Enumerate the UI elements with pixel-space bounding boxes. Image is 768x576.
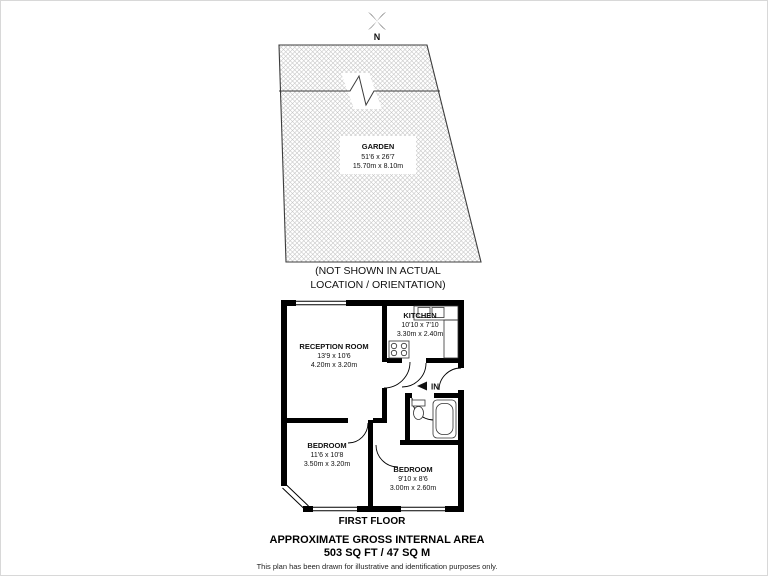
wall-segment — [368, 420, 373, 506]
bathtub-inner — [435, 403, 454, 435]
wall-segment — [458, 390, 464, 506]
bay-window-line — [282, 487, 306, 510]
stove-burner — [400, 349, 408, 357]
garden-note-line2: LOCATION / ORIENTATION) — [310, 279, 445, 291]
door-arc-kitchen — [401, 362, 427, 388]
kitchen-fixtures — [388, 305, 459, 359]
bay-window-line — [285, 484, 309, 507]
door-arc-bedroom-left — [347, 422, 369, 444]
kitchen-counter — [443, 319, 459, 359]
window-gap — [296, 300, 346, 306]
sink-bowl — [431, 307, 445, 318]
kitchen-name: KITCHEN — [403, 311, 436, 320]
reception-name: RECEPTION ROOM — [299, 342, 368, 351]
bedroom-right-dims-imperial: 9'10 x 8'6 — [398, 476, 428, 483]
wall-segment — [458, 306, 464, 368]
bedroom-right-dims-metric: 3.00m x 2.60m — [390, 485, 436, 492]
wall-segment — [303, 506, 313, 512]
garden-dims-imperial: 51'6 x 26'7 — [361, 154, 395, 161]
wall-segment — [426, 358, 458, 363]
bedroom-left-name: BEDROOM — [307, 441, 346, 450]
wall-segment — [405, 398, 410, 445]
area-title: APPROXIMATE GROSS INTERNAL AREA — [270, 534, 485, 546]
wall-segment — [357, 506, 401, 512]
door-arc-entry — [438, 367, 462, 391]
kitchen-dims-metric: 3.30m x 2.40m — [397, 331, 443, 338]
toilet-bowl — [413, 406, 424, 420]
entrance-marker: IN — [417, 381, 439, 392]
kitchen-counter — [413, 305, 459, 321]
wall-segment — [382, 306, 387, 362]
bedroom-left-dims-imperial: 11'6 x 10'8 — [311, 452, 344, 459]
door-arc-bedroom-right — [375, 444, 399, 468]
entry-label: IN — [431, 383, 439, 392]
floorplan: IN KITCHEN 10'10 x 7'10 3.30m x 2.40m RE… — [281, 300, 464, 512]
wall-segment — [405, 393, 412, 398]
wall-segment — [281, 300, 464, 306]
room-labels: KITCHEN 10'10 x 7'10 3.30m x 2.40m RECEP… — [299, 311, 443, 492]
stove — [388, 340, 410, 359]
walls — [281, 300, 464, 512]
stove-burner — [400, 342, 408, 350]
wall-segment — [434, 393, 458, 398]
garden-note-line1: (NOT SHOWN IN ACTUAL — [315, 265, 441, 277]
stove-burner — [390, 342, 398, 350]
compass-blade — [368, 12, 386, 30]
garden-label-backing — [340, 136, 416, 174]
bedroom-right-name: BEDROOM — [393, 465, 432, 474]
wall-segment — [281, 306, 287, 486]
kitchen-dims-imperial: 10'10 x 7'10 — [401, 322, 438, 329]
floor-label: FIRST FLOOR — [339, 516, 406, 527]
wall-segment — [382, 388, 387, 423]
area-value: 503 SQ FT / 47 SQ M — [324, 547, 430, 559]
compass-north-label: N — [374, 32, 381, 42]
wall-segment — [387, 358, 402, 363]
wall-segment — [445, 506, 464, 512]
door-arc-reception — [383, 361, 411, 389]
toilet-cistern — [411, 399, 426, 407]
sink-bowl — [417, 307, 431, 318]
garden-break-band — [341, 73, 382, 109]
stove-burner — [390, 349, 398, 357]
entry-arrow-icon — [417, 381, 427, 391]
wall-segment — [400, 440, 458, 445]
garden-dims-metric: 15.70m x 8.10m — [353, 163, 403, 170]
bedroom-left-dims-metric: 3.50m x 3.20m — [304, 461, 350, 468]
footer-note: This plan has been drawn for illustrativ… — [257, 562, 498, 571]
windows — [282, 300, 445, 512]
garden-plot: GARDEN 51'6 x 26'7 15.70m x 8.10m — [278, 44, 482, 263]
wall-segment — [373, 418, 387, 423]
reception-dims-metric: 4.20m x 3.20m — [311, 362, 357, 369]
garden-name: GARDEN — [362, 142, 395, 151]
compass-icon — [368, 12, 386, 30]
wall-segment — [287, 418, 348, 423]
bathroom-fixtures — [411, 399, 457, 439]
garden-break-line — [279, 74, 440, 107]
reception-dims-imperial: 13'9 x 10'6 — [317, 353, 351, 360]
